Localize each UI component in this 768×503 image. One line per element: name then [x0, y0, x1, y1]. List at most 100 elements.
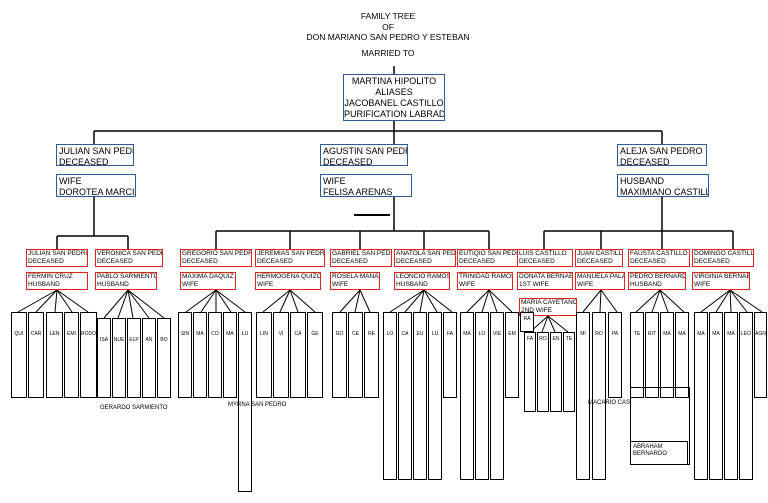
great-grandchild-box: CA [398, 312, 412, 480]
great-grandchild-box: EMI [64, 312, 79, 398]
great-grandchild-box: VI [273, 312, 289, 398]
grandchild-role: WIFE [577, 281, 594, 288]
grandchild-status: DECEASED [630, 258, 666, 265]
label-gerardo: GERARDO SARMIENTO [100, 405, 168, 411]
grandchild-status: DECEASED [694, 258, 730, 265]
child-status: DECEASED [59, 157, 109, 166]
great-grandchild-box: EN [550, 332, 562, 412]
grandchild-status: DECEASED [28, 258, 64, 265]
great-grandchild-box: LIN [256, 312, 272, 398]
grandchild-box: VERONICA SAN PEDRO DECEASED [95, 249, 163, 267]
great-grandchild-box: BO [157, 318, 171, 398]
great-grandchild-box: MA [223, 312, 237, 398]
grandchild-box: JEREMIAS SAN PEDRO DECEASED [255, 249, 325, 267]
grandchild-box: GABRIEL SAN PEDRO DECEASED [330, 249, 392, 267]
abraham-box: ABRAHAM BERNARDO [630, 441, 688, 465]
great-grandchild-box: MI [576, 312, 590, 480]
grandchild-spouse-box: VIRGINIA BERNABE WIFE [692, 272, 750, 290]
grandchild-spouse: LEONCIO RAMOS [396, 273, 450, 280]
spouse-line-1: MARTINA HIPOLITO [351, 76, 437, 86]
great-grandchild-box: RO [537, 332, 549, 412]
grandchild-name: EUTIQIO SAN PEDRO [459, 250, 518, 257]
great-grandchild-box: ELP [127, 318, 141, 398]
grandchild-status: DECEASED [97, 258, 133, 265]
child-spouse-box-agustin: WIFE FELISA ARENAS [320, 174, 412, 197]
grandchild-role: WIFE [694, 281, 711, 288]
child-box-agustin: AGUSTIN SAN PEDRO DECEASED [320, 144, 408, 166]
grandchild-spouse: PEDRO BERNARDO [630, 273, 686, 280]
grandchild-name: JULIAN SAN PEDRO [28, 250, 88, 257]
great-grandchild-box: RE [364, 312, 379, 398]
grandchild-role: WIFE [459, 281, 476, 288]
child-name: JULIAN SAN PEDRO [59, 146, 133, 156]
label-macario: MACARIO CAS [588, 400, 631, 406]
spouse-line-2: ALIASES [375, 87, 413, 97]
great-grandchild-box: CAR [28, 312, 44, 398]
great-grandchild-box: LEN [46, 312, 63, 398]
great-grandchild-box: LO [475, 312, 489, 480]
spouse-name: DOROTEA MARCIAL [59, 187, 135, 197]
great-grandchild-box: GO [332, 312, 347, 398]
title-line-1: FAMILY TREE [360, 11, 416, 21]
spouse-name: MAXIMIANO CASTILLO [620, 187, 709, 197]
great-grandchild-box: TE [630, 312, 644, 398]
grandchild-spouse: TRINIDAD RAMOS [459, 273, 513, 280]
grandchild-spouse-box: HERMOGENA QUIZON WIFE [255, 272, 321, 290]
great-grandchild-box: LEO [739, 312, 753, 480]
grandchild-name: FAUSTA CASTILLO [630, 250, 688, 257]
great-grandchild-box: LO [383, 312, 397, 480]
grandchild-spouse-box: MANUELA PALAD WIFE [575, 272, 625, 290]
grandchild-spouse-box: FERMIN CRUZ HUSBAND [26, 272, 88, 290]
grandchild-role: WIFE [332, 281, 349, 288]
great-grandchild-box: MA [709, 312, 723, 480]
grandchild-name: JEREMIAS SAN PEDRO [257, 250, 325, 257]
grandchild-role: HUSBAND [630, 281, 662, 288]
child-name: AGUSTIN SAN PEDRO [323, 146, 407, 156]
grandchild-status: DECEASED [257, 258, 293, 265]
great-grandchild-box: LU [428, 312, 442, 480]
grandchild-spouse: PABLO SARMIENTO [97, 273, 157, 280]
great-grandchild-box: CO [208, 312, 222, 398]
grandchild-spouse-box: DONATA BERNABE 1ST WIFE [517, 272, 573, 290]
grandchild-box: EUTIQIO SAN PEDRO DECEASED [457, 249, 519, 267]
grandchild-spouse-box: ROSELA MANALILI WIFE [330, 272, 380, 290]
grandchild-status: DECEASED [519, 258, 555, 265]
grandchild-status: DECEASED [459, 258, 495, 265]
grandchild-spouse-box: TRINIDAD RAMOS WIFE [457, 272, 513, 290]
grandchild-name: ANATOLA SAN PEDRO [396, 250, 456, 257]
spouse-line-4: PURIFICATION LABRADOR [344, 109, 445, 119]
great-grandchild-box: VIE [490, 312, 504, 480]
great-grandchild-box: ISA [97, 318, 111, 398]
grandchild-box: FAUSTA CASTILLO DECEASED [628, 249, 690, 267]
spouse-role: WIFE [59, 176, 82, 186]
grandchild-box: JUAN CASTILLO DECEASED [575, 249, 623, 267]
grandchild-spouse: DONATA BERNABE [519, 273, 573, 280]
grandchild-box: JULIAN SAN PEDRO DECEASED [26, 249, 88, 267]
great-grandchild-box: LU [238, 312, 252, 492]
tree-title: FAMILY TREE OF DON MARIANO SAN PEDRO Y E… [288, 11, 488, 58]
great-grandchild-box: MA [724, 312, 738, 480]
grandchild-role: 1ST WIFE [519, 281, 549, 288]
second-wife-name: MARIA CAYETANO [521, 299, 577, 306]
grandchild-box: ANATOLA SAN PEDRO DECEASED [394, 249, 456, 267]
grandchild-status: DECEASED [396, 258, 432, 265]
grandchild-status: DECEASED [577, 258, 613, 265]
great-grandchild-box: GE [307, 312, 323, 398]
grandchild-role: HUSBAND [396, 281, 428, 288]
grandchild-spouse-box: LEONCIO RAMOS HUSBAND [394, 272, 450, 290]
child-status: DECEASED [620, 157, 670, 166]
grandchild-role: HUSBAND [97, 281, 129, 288]
great-grandchild-box: MA [660, 312, 674, 398]
spouse-box: MARTINA HIPOLITO ALIASES JACOBANEL CASTI… [343, 74, 445, 121]
grandchild-role: WIFE [182, 281, 199, 288]
great-grandchild-box: MA [193, 312, 207, 398]
grandchild-role: HUSBAND [28, 281, 60, 288]
great-grandchild-box: EU [413, 312, 427, 480]
great-grandchild-box: AN [142, 318, 156, 398]
grandchild-spouse-box: MAXIMA DAQUIZ WIFE [180, 272, 236, 290]
great-grandchild-box: AGNES [754, 312, 767, 398]
child-name: ALEJA SAN PEDRO [620, 146, 703, 156]
great-grandchild-box: RIT [645, 312, 659, 398]
spouse-role: WIFE [323, 176, 346, 186]
grandchild-name: GABRIEL SAN PEDRO [332, 250, 391, 257]
